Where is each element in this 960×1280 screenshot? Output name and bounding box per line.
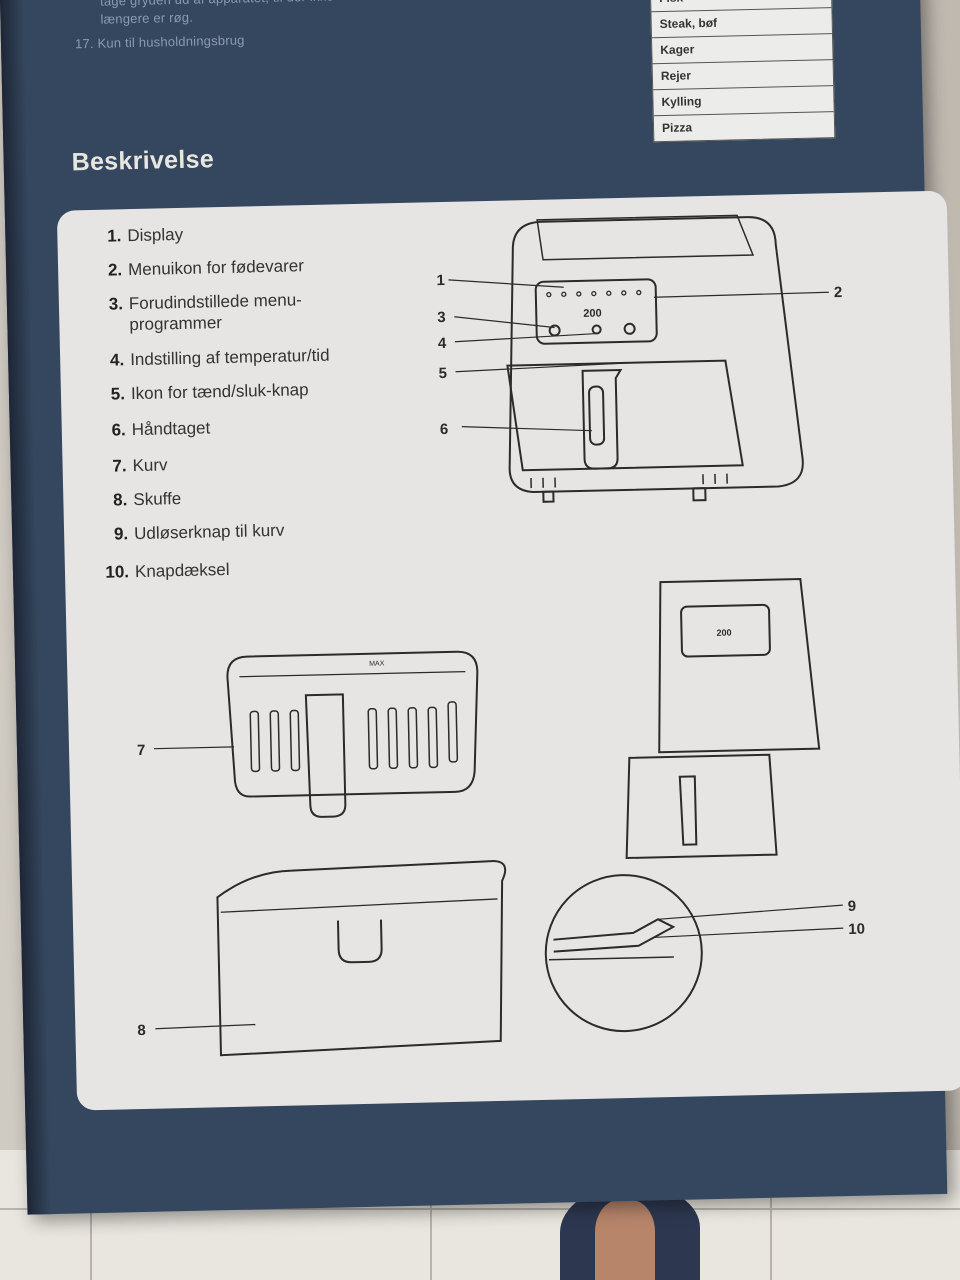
handle-grip	[588, 385, 606, 446]
intro-item-17-text: Kun til husholdningsbrug	[97, 32, 245, 51]
food-table-row: Steak, bøf	[651, 8, 832, 39]
food-table-row: Pizza	[661, 120, 693, 136]
open-fryer-display: 200	[716, 628, 731, 638]
air-fryer-main-diagram: 200 1 2 3 4	[436, 214, 843, 503]
display-temperature: 200	[583, 307, 602, 319]
callout-label-4: 4	[438, 335, 447, 352]
fryer-lid	[536, 214, 755, 261]
control-panel	[534, 278, 658, 345]
callout-label-7: 7	[137, 742, 146, 759]
drawer-front	[506, 359, 744, 472]
fryer-open-diagram: 200	[625, 577, 821, 860]
basket-diagram: MAX 7	[137, 650, 479, 818]
release-button	[553, 918, 676, 953]
open-fryer-panel	[680, 603, 771, 658]
open-fryer-body	[658, 577, 821, 754]
drawer-notch	[336, 919, 383, 964]
callout-line	[461, 426, 592, 432]
description-panel: 1.Display 2.Menuikon for fødevarer 3.For…	[56, 190, 960, 1111]
callout-line	[454, 316, 555, 329]
callout-line	[454, 332, 597, 343]
food-table: Fisk Steak, bøf Kager Rejer Kylling Pizz…	[649, 0, 836, 143]
tile-grout	[0, 1208, 960, 1210]
callout-label-6: 6	[440, 421, 449, 438]
section-title: Beskrivelse	[71, 145, 215, 177]
tile-grout	[770, 1150, 772, 1280]
zoom-circle	[544, 874, 703, 1033]
callout-line	[455, 362, 631, 373]
page-binding-edge	[0, 0, 52, 1215]
air-fryer-diagrams: 200 1 2 3 4	[137, 214, 865, 1057]
basket-handle	[304, 693, 347, 818]
vent-slots	[530, 473, 728, 489]
drawer-diagram: 8	[137, 860, 507, 1057]
temp-time-button-icon	[623, 322, 636, 335]
intro-line-a: tage gryden ud af apparatet, til der ikk…	[100, 0, 334, 9]
basket-body	[226, 650, 479, 798]
intro-line-b: længere er røg.	[100, 9, 194, 27]
open-fryer-handle	[678, 775, 698, 846]
callout-label-5: 5	[438, 365, 447, 382]
callout-line	[448, 279, 564, 288]
intro-item-17-number: 17.	[74, 35, 94, 52]
button-cover-edge	[548, 956, 674, 961]
food-table-row: Rejer	[652, 60, 834, 91]
food-table-row: Kylling	[653, 86, 834, 117]
intro-item-17: 17. Kun til husholdningsbrug	[75, 32, 245, 51]
fryer-foot	[692, 487, 707, 502]
callout-line	[653, 927, 844, 939]
food-table-row: Kager	[652, 34, 833, 65]
tile-grout	[90, 1150, 92, 1280]
callout-label-1: 1	[436, 272, 445, 289]
callout-label-3: 3	[437, 309, 446, 326]
callout-line	[155, 1023, 256, 1030]
callout-label-2: 2	[834, 284, 843, 301]
drawer-handle	[581, 368, 623, 470]
callout-line	[653, 291, 829, 298]
tile-grout	[430, 1150, 432, 1280]
callout-label-9: 9	[848, 898, 857, 915]
basket-max-mark: MAX	[369, 660, 385, 667]
callout-line	[657, 904, 843, 920]
basket-slots	[249, 701, 459, 773]
manual-page: tage gryden ud af apparatet, til der ikk…	[0, 0, 960, 1215]
callout-label-10: 10	[848, 921, 865, 938]
open-fryer-drawer	[625, 753, 778, 860]
basket-rim	[239, 670, 466, 678]
fryer-foot	[542, 490, 555, 503]
callout-label-8: 8	[137, 1022, 146, 1039]
drawer-rim	[220, 898, 498, 913]
release-button-zoom: 9 10	[544, 874, 865, 1033]
fryer-body	[508, 216, 804, 494]
power-button-icon	[591, 324, 602, 335]
drawer-body	[216, 860, 507, 1057]
callout-line	[154, 746, 235, 750]
foot	[595, 1200, 655, 1280]
menu-icons	[546, 289, 642, 298]
